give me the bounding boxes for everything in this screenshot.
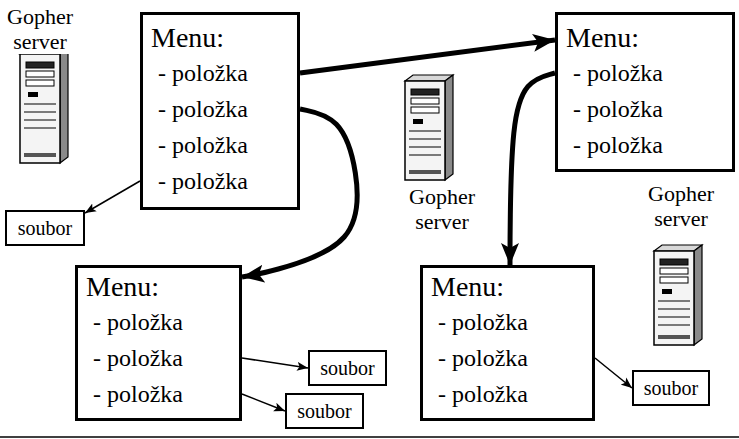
menu-item: - položka [573,91,724,127]
file-arrow [85,181,140,213]
server-label: Gopher server [0,4,86,54]
menu-heading: Menu: [86,270,231,304]
menu-item: - položka [158,163,289,199]
menu-heading: Menu: [431,270,584,304]
server-label: Gopher server [396,184,488,234]
menu-heading: Menu: [151,21,289,55]
menu-item: - položka [573,55,724,91]
menu-box: Menu:- položka- položka- položka [75,265,242,421]
file-box: soubor [285,393,364,429]
file-arrow [242,394,285,411]
file-box: soubor [632,370,710,406]
menu-box: Menu:- položka- položka- položka [555,12,735,172]
menu-item: - položka [573,127,724,163]
file-name: soubor [638,374,704,402]
file-name: soubor [314,354,381,382]
menu-item: - položka [93,304,231,340]
server-icon [405,75,453,180]
menu-box: Menu:- položka- položka- položka [420,265,595,421]
file-arrow [242,358,308,368]
link-arrow [300,40,555,73]
file-name: soubor [291,397,358,425]
menu-item: - položka [158,127,289,163]
menu-item: - položka [438,304,584,340]
menu-item: - položka [93,340,231,376]
menu-item: - položka [93,376,231,412]
menu-item: - položka [158,91,289,127]
file-box: soubor [308,350,387,386]
file-box: soubor [5,210,85,246]
server-icon [654,245,702,345]
menu-item: - položka [438,340,584,376]
menu-item: - položka [158,55,289,91]
server-label: Gopher server [635,181,727,231]
link-arrow [510,73,555,265]
server-icon [20,48,68,163]
menu-heading: Menu: [566,21,724,55]
menu-box: Menu:- položka- položka- položka- položk… [140,12,300,210]
file-arrow [595,358,632,388]
file-name: soubor [11,214,79,242]
bottom-rule [0,436,739,438]
menu-item: - položka [438,376,584,412]
